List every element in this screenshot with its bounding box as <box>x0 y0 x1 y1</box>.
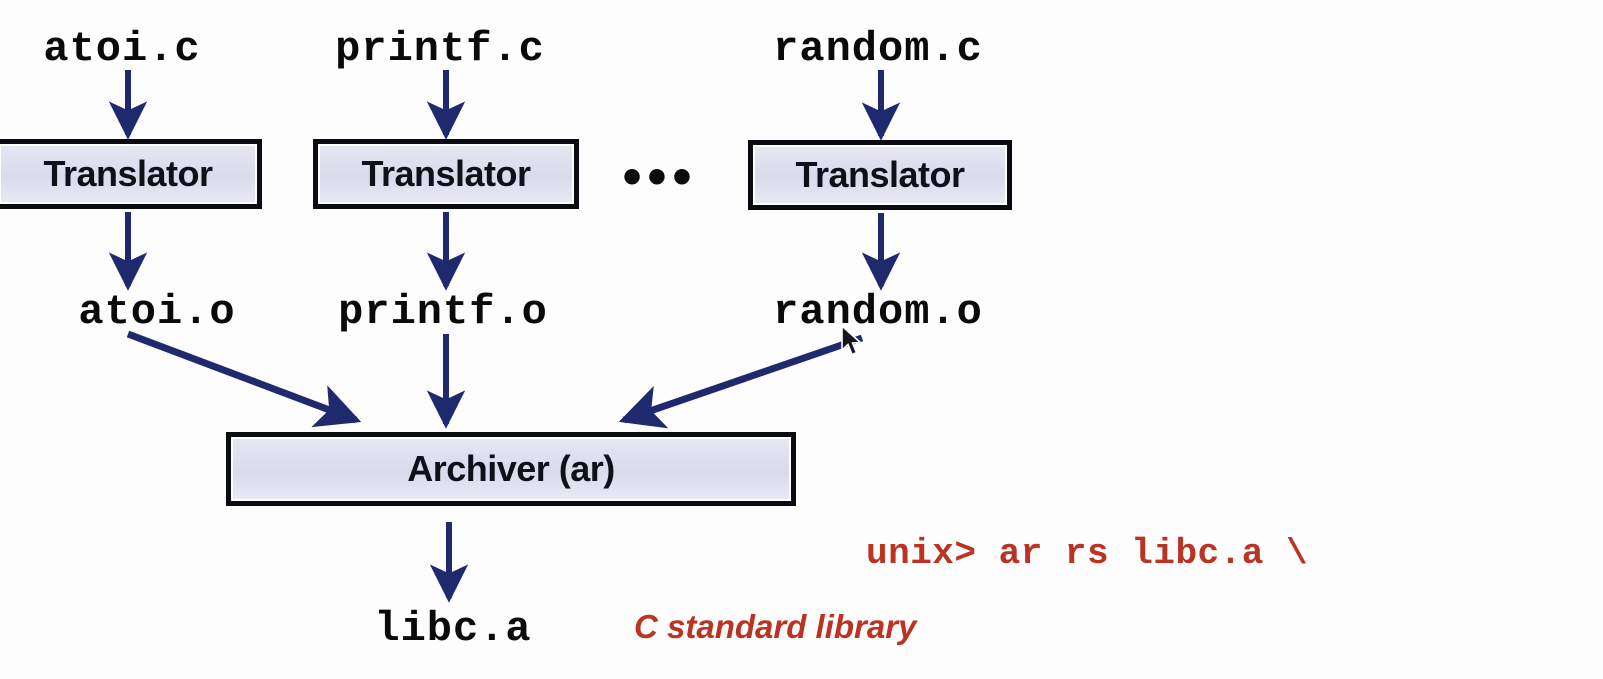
translator-box-label: Translator <box>43 153 213 194</box>
translator-box-atoi[interactable]: Translator <box>0 139 262 209</box>
object-file-label-printf-o: printf.o <box>338 288 548 336</box>
c-standard-library-caption: C standard library <box>634 608 917 645</box>
translator-box-label: Translator <box>361 153 531 194</box>
ellipsis-more-translators: ••• <box>622 146 698 207</box>
source-file-label-printf-c: printf.c <box>335 25 545 73</box>
object-file-label-atoi-o: atoi.o <box>78 288 236 336</box>
shell-command-line-2: atoi.o printf.o … random.o <box>866 673 1507 679</box>
translator-box-random[interactable]: Translator <box>748 140 1012 210</box>
translator-box-label: Translator <box>795 154 965 195</box>
arrow-random-o-to-archiver <box>618 334 864 429</box>
archiver-box[interactable]: Archiver (ar) <box>226 432 796 506</box>
arrow-atoi-o-to-archiver <box>126 330 362 428</box>
shell-command-block: unix> ar rs libc.a \ atoi.o printf.o … r… <box>866 435 1507 679</box>
shell-command-line-1: unix> ar rs libc.a \ <box>866 533 1309 575</box>
source-file-label-random-c: random.c <box>773 25 983 73</box>
archiver-box-label: Archiver (ar) <box>407 448 615 489</box>
object-file-label-random-o: random.o <box>773 288 983 336</box>
library-output-label-libc-a: libc.a <box>374 605 532 653</box>
source-file-label-atoi-c: atoi.c <box>43 25 201 73</box>
translator-box-printf[interactable]: Translator <box>313 139 579 209</box>
